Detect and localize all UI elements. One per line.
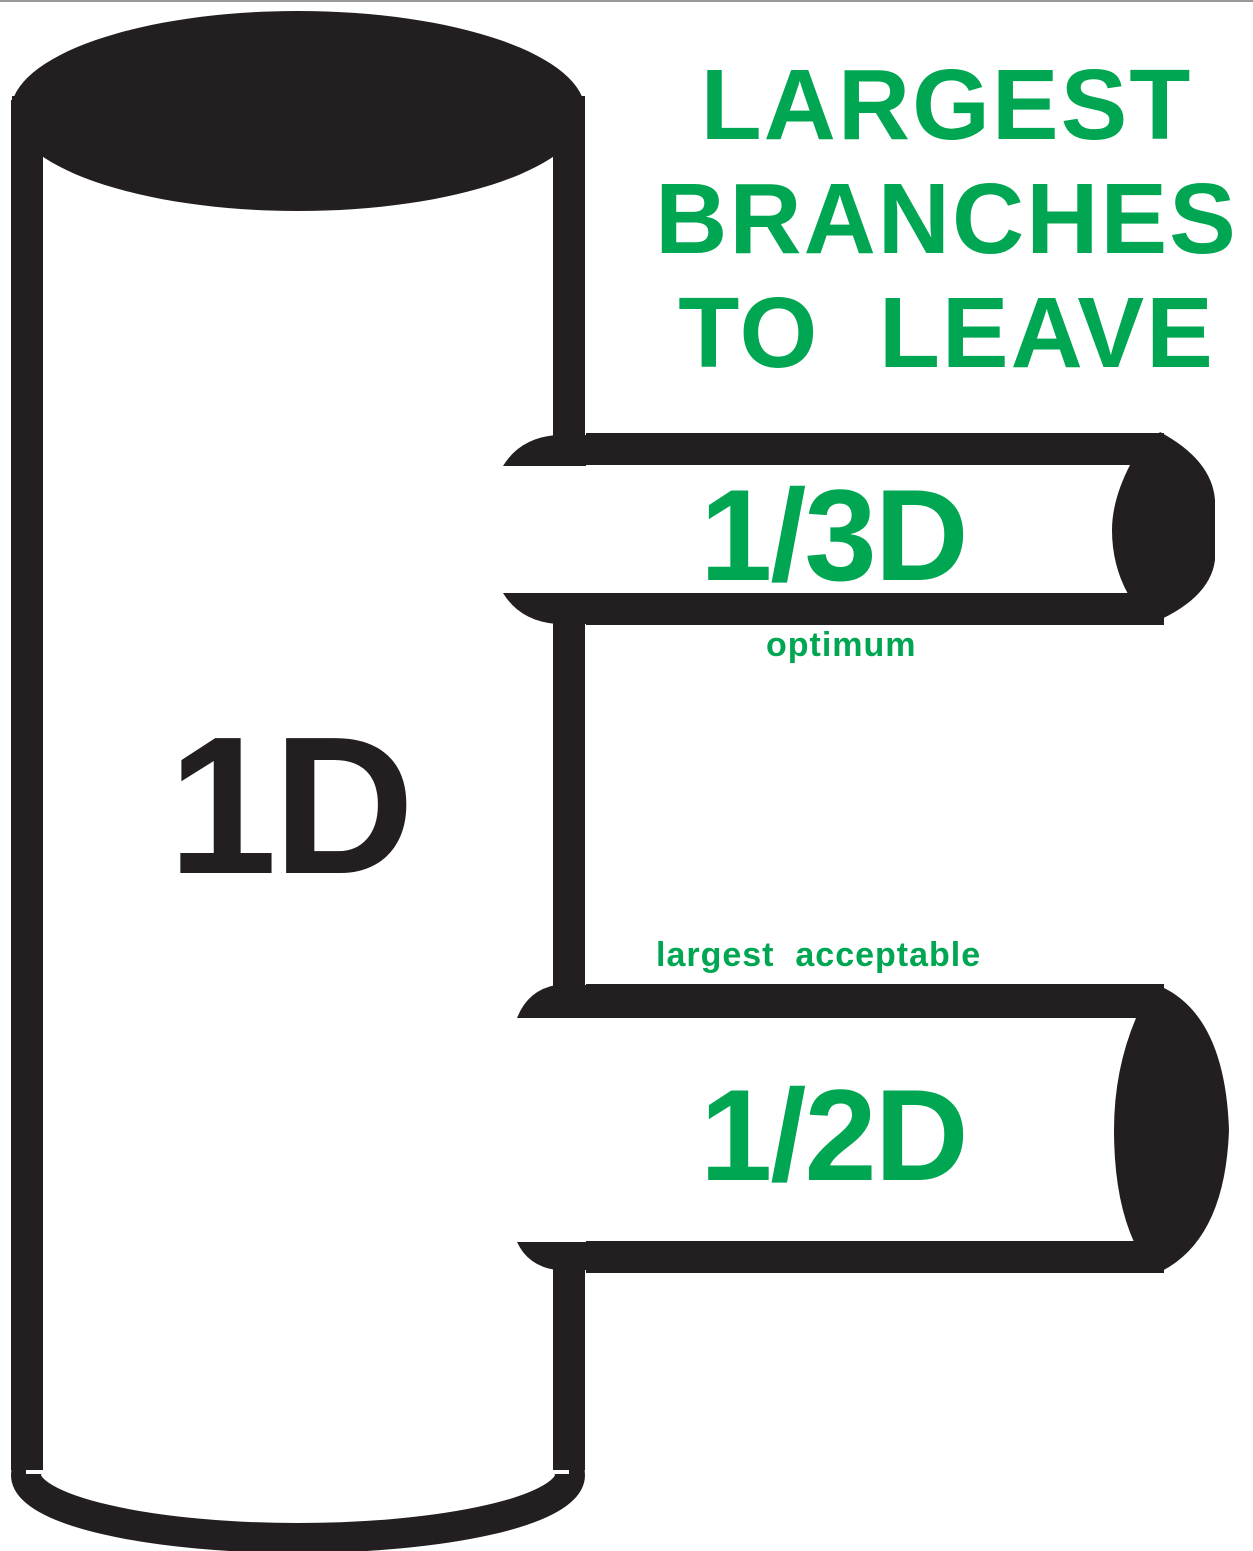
title-line-1: LARGEST [640,48,1253,162]
diagram-title: LARGEST BRANCHES TO LEAVE [640,48,1253,390]
branch-upper-note: optimum [766,628,917,662]
title-line-3: TO LEAVE [640,276,1253,390]
branch-upper-label: 1/3D [700,470,967,600]
branch-lower-bottom-edge [586,1241,1164,1273]
branch-lower-note: largest acceptable [656,938,981,972]
title-line-2: BRANCHES [640,162,1253,276]
branch-lower-label: 1/2D [700,1070,967,1200]
trunk-label: 1D [168,708,411,904]
branch-lower-top-edge [586,984,1164,1018]
branch-upper-top-edge [586,433,1164,465]
